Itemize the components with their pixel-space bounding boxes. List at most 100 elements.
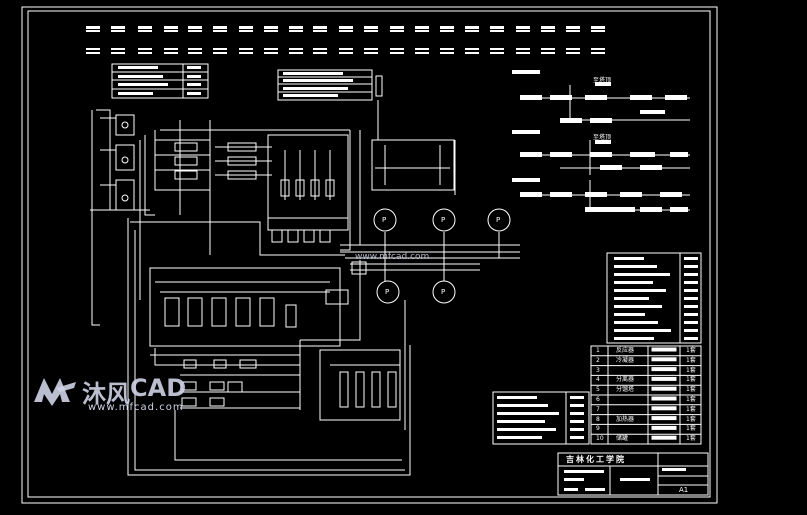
legend-table bbox=[111, 63, 209, 99]
top-label-block bbox=[390, 26, 404, 29]
top-label-block bbox=[364, 52, 378, 54]
top-label-block bbox=[339, 30, 353, 32]
outer-border bbox=[21, 6, 718, 504]
spec2-row-text bbox=[497, 396, 537, 399]
top-label-block bbox=[591, 30, 605, 32]
spec-row-value bbox=[684, 305, 698, 308]
parts-row-spec bbox=[651, 357, 677, 362]
parts-row-name: 冷凝器 bbox=[616, 356, 635, 364]
parts-row-qty: 1套 bbox=[686, 415, 696, 423]
top-label-block bbox=[415, 30, 429, 32]
top-label-block bbox=[138, 52, 152, 54]
parts-row-no: 4 bbox=[596, 376, 600, 384]
parts-row-spec bbox=[651, 396, 677, 401]
top-label-block bbox=[440, 48, 454, 50]
top-label-block bbox=[138, 26, 152, 29]
top-label-block bbox=[364, 48, 378, 50]
top-label-block bbox=[440, 52, 454, 54]
spec-row-value bbox=[684, 321, 698, 324]
spec2-row-text bbox=[497, 420, 545, 423]
top-label-block bbox=[111, 52, 125, 54]
title-block-title: 吉林化工学院 bbox=[566, 455, 626, 464]
title-block-sheet-size: A1 bbox=[679, 486, 689, 494]
top-label-block bbox=[264, 30, 278, 32]
top-label-block bbox=[490, 26, 504, 29]
parts-row-qty: 1套 bbox=[686, 396, 696, 403]
spec-row-value bbox=[684, 329, 698, 332]
watermark-url: www.mfcad.com bbox=[88, 402, 184, 413]
parts-row-no: 3 bbox=[596, 366, 600, 374]
spec2-row-text bbox=[497, 412, 559, 415]
top-label-block bbox=[465, 52, 479, 54]
spec-row-value bbox=[684, 289, 698, 292]
flow-notes bbox=[520, 85, 690, 211]
top-label-block bbox=[188, 26, 202, 29]
process-piping bbox=[90, 100, 520, 476]
top-label-block bbox=[111, 30, 125, 32]
top-label-block bbox=[415, 52, 429, 54]
top-label-block bbox=[213, 48, 227, 50]
top-label-block bbox=[239, 30, 253, 32]
top-label-block bbox=[188, 52, 202, 54]
spec2-row-text bbox=[497, 404, 548, 407]
top-label-block bbox=[516, 52, 530, 54]
spec-row-text bbox=[614, 257, 644, 260]
pump-tag-5: P bbox=[441, 288, 446, 296]
parts-row-spec bbox=[651, 435, 677, 440]
top-label-block bbox=[440, 26, 454, 29]
parts-row-spec bbox=[651, 386, 677, 391]
top-label-block bbox=[213, 30, 227, 32]
top-label-block bbox=[490, 52, 504, 54]
parts-row-no: 6 bbox=[596, 396, 600, 403]
parts-row-no: 1 bbox=[596, 347, 600, 354]
top-label-block bbox=[86, 30, 100, 32]
spec2-row-value bbox=[570, 396, 584, 399]
top-label-block bbox=[313, 48, 327, 50]
flow-note-2: 至塔顶 bbox=[593, 134, 612, 141]
flow-note-1: 至塔顶 bbox=[593, 77, 612, 84]
spec-row-text bbox=[614, 297, 649, 300]
top-label-block bbox=[111, 26, 125, 29]
top-label-block bbox=[313, 30, 327, 32]
spec2-row-value bbox=[570, 436, 584, 439]
spec2-row-text bbox=[497, 436, 542, 439]
top-label-block bbox=[339, 52, 353, 54]
top-label-block bbox=[138, 48, 152, 50]
top-label-block bbox=[164, 52, 178, 54]
pump-tag-4: P bbox=[385, 288, 390, 296]
watermark-brand-en: CAD bbox=[130, 374, 187, 402]
top-label-block bbox=[239, 52, 253, 54]
top-label-block bbox=[591, 48, 605, 50]
spec-row-value bbox=[684, 313, 698, 316]
parts-row-spec bbox=[651, 406, 677, 411]
top-label-block bbox=[465, 26, 479, 29]
top-label-block bbox=[541, 30, 555, 32]
pump-tag-1: P bbox=[382, 216, 387, 224]
top-label-block bbox=[164, 26, 178, 29]
top-label-block bbox=[164, 30, 178, 32]
top-label-block bbox=[188, 48, 202, 50]
parts-row-name: 反应器 bbox=[616, 347, 635, 354]
top-label-block bbox=[239, 48, 253, 50]
spec-row-value bbox=[684, 273, 698, 276]
top-label-block bbox=[313, 26, 327, 29]
spec-row-text bbox=[614, 321, 658, 324]
top-label-block bbox=[289, 26, 303, 29]
top-label-block bbox=[490, 48, 504, 50]
spec-row-value bbox=[684, 281, 698, 284]
spec-row-text bbox=[614, 313, 645, 316]
spec-row-value bbox=[684, 265, 698, 268]
spec2-row-text bbox=[497, 428, 556, 431]
watermark: 沐风 CAD www.mfcad.com bbox=[30, 372, 230, 422]
inner-border bbox=[27, 10, 711, 498]
parts-row-qty: 1套 bbox=[686, 386, 696, 394]
spec-row-value bbox=[684, 297, 698, 300]
top-label-block bbox=[339, 26, 353, 29]
spec-row-text bbox=[614, 273, 670, 276]
parts-row-qty: 1套 bbox=[686, 347, 696, 354]
parts-row-qty: 1套 bbox=[686, 405, 696, 413]
top-label-block bbox=[188, 30, 202, 32]
parts-row-no: 9 bbox=[596, 425, 600, 433]
